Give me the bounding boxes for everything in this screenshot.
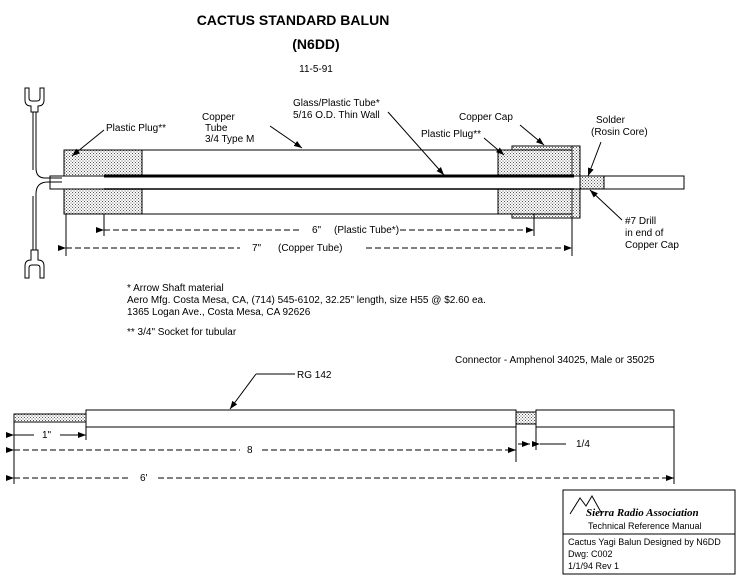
cable-jacket (85, 409, 517, 428)
drawing-callsign: (N6DD) (292, 36, 339, 52)
label-rg142: RG 142 (297, 370, 332, 381)
spade-leads (24, 87, 62, 279)
revision-date: 1/1/94 Rev 1 (568, 561, 619, 571)
label-copper-tube-1: Copper (202, 112, 235, 123)
coax-lead-out (603, 175, 685, 190)
note-arrow-shaft: * Arrow Shaft material (127, 283, 224, 294)
label-drill-3: Copper Cap (625, 240, 679, 251)
org-name: Sierra Radio Association (586, 507, 699, 519)
note-socket: ** 3/4" Socket for tubular (127, 327, 237, 338)
balun-assembly (49, 145, 685, 219)
dim-cable-left: 1" (42, 430, 52, 441)
cable-shield-right (515, 411, 537, 425)
label-plastic-plug-left: Plastic Plug** (106, 123, 166, 134)
dim-copper-tube-value: 7" (252, 243, 262, 254)
glass-plastic-tube (49, 175, 581, 190)
balun-callouts: Plastic Plug** Copper Tube 3/4 Type M Gl… (71, 98, 679, 251)
drawing-number: Dwg: C002 (568, 549, 613, 559)
label-solder-1: Solder (596, 115, 626, 126)
dim-copper-tube-label: (Copper Tube) (278, 243, 342, 254)
copper-cap-bottom (511, 213, 573, 219)
drawing-title: CACTUS STANDARD BALUN (197, 12, 390, 28)
cable-assembly: Connector - Amphenol 34025, Male or 3502… (6, 355, 675, 484)
dim-cable-total: 6' (140, 473, 148, 484)
design-credit: Cactus Yagi Balun Designed by N6DD (568, 537, 721, 547)
label-solder-2: (Rosin Core) (591, 127, 648, 138)
note-address: 1365 Logan Ave., Costa Mesa, CA 92626 (127, 307, 311, 318)
copper-cap-top (511, 145, 573, 151)
label-copper-tube-2: Tube (205, 123, 228, 134)
solder-joint (579, 175, 605, 190)
note-aero-mfg: Aero Mfg. Costa Mesa, CA, (714) 545-6102… (127, 295, 486, 306)
dim-plastic-tube-label: (Plastic Tube*) (334, 225, 399, 236)
notes: * Arrow Shaft material Aero Mfg. Costa M… (127, 283, 486, 338)
label-copper-cap: Copper Cap (459, 112, 513, 123)
cable-connector-body (535, 409, 675, 428)
spade-lug-top-icon (24, 87, 45, 113)
cable-shield-left (13, 413, 87, 423)
dim-cable-middle: 8 (247, 445, 253, 456)
dim-plastic-tube-value: 6" (312, 225, 322, 236)
drawing-date: 11-5-91 (299, 64, 333, 75)
balun-dimensions: 6" (Plastic Tube*) 7" (Copper Tube) (58, 214, 573, 256)
label-drill-1: #7 Drill (625, 216, 656, 227)
label-glass-tube-1: Glass/Plastic Tube* (293, 98, 380, 109)
label-plastic-plug-right: Plastic Plug** (421, 129, 481, 140)
dim-cable-right: 1/4 (576, 439, 590, 450)
title-block: Sierra Radio Association Technical Refer… (562, 489, 736, 575)
connector-note: Connector - Amphenol 34025, Male or 3502… (455, 355, 655, 366)
mountain-logo-icon (569, 495, 603, 515)
spade-lug-bottom-icon (24, 249, 45, 279)
manual-name: Technical Reference Manual (588, 521, 702, 531)
label-copper-tube-3: 3/4 Type M (205, 134, 254, 145)
label-drill-2: in end of (625, 228, 664, 239)
label-glass-tube-2: 5/16 O.D. Thin Wall (293, 110, 380, 121)
